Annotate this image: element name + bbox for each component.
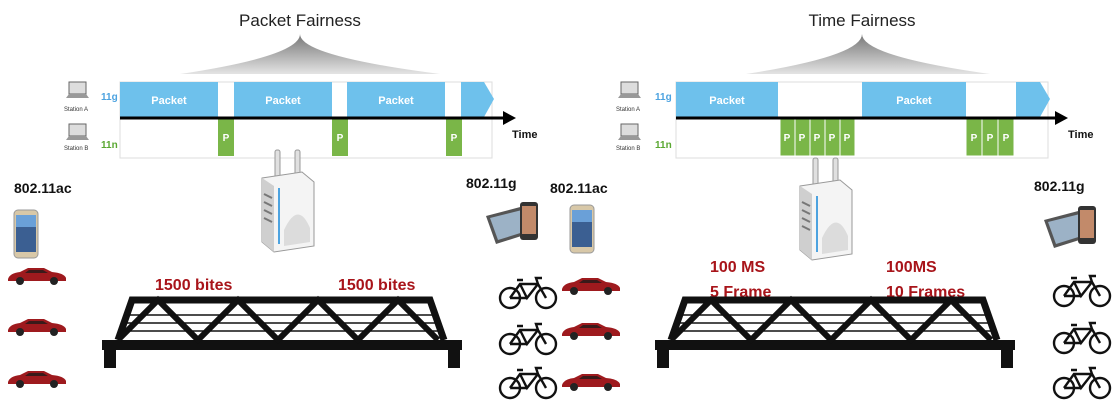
bicycle-icon [498, 322, 558, 356]
station-b-label: Station B [64, 146, 88, 152]
laptop-icon [617, 81, 642, 99]
bridge-icon [102, 295, 462, 368]
station-a-label: Station A [616, 107, 640, 113]
bicycle-icon [1052, 274, 1112, 308]
bicycle-icon [498, 366, 558, 400]
packet-fairness-panel: Packet Fairness Station A Station B 11g … [8, 11, 620, 400]
p-label: P [784, 133, 791, 144]
car-icon [8, 371, 66, 388]
packet-block [676, 82, 778, 117]
time-label: Time [1068, 129, 1093, 141]
device-label-80211ac: 802.11ac [14, 180, 72, 196]
panel-title: Packet Fairness [239, 11, 361, 30]
time-arrow [503, 111, 516, 125]
tablet-icon [1044, 206, 1096, 248]
bridge-right-text-line1: 100MS [886, 259, 937, 276]
station-a-label: Station A [64, 107, 88, 113]
std-11g-label: 11g [101, 92, 118, 103]
laptop-icon [617, 123, 642, 141]
p-frame [332, 119, 348, 156]
car-icon [562, 323, 620, 340]
std-11n-label: 11n [655, 140, 672, 151]
car-icon [562, 278, 620, 295]
laptop-icon [65, 123, 90, 141]
bridge-left-text: 1500 bites [155, 277, 232, 294]
std-11g-label: 11g [655, 92, 672, 103]
p-frame-group: P P P P P [779, 118, 856, 157]
fan-shape [746, 34, 990, 74]
packet-label: Packet [151, 95, 187, 107]
packet-block [862, 82, 966, 117]
bicycle-icon [498, 276, 558, 310]
device-label-80211g: 802.11g [1034, 178, 1085, 194]
station-b-label: Station B [616, 146, 640, 152]
p-label: P [971, 133, 978, 144]
p-frame [218, 119, 234, 156]
p-label: P [829, 133, 836, 144]
packet-block [347, 82, 445, 117]
p-label: P [1003, 133, 1010, 144]
std-11n-label: 11n [101, 140, 118, 151]
car-icon [8, 319, 66, 336]
car-icon [562, 374, 620, 391]
p-label: P [987, 133, 994, 144]
packet-block-tail [1016, 82, 1050, 117]
packet-label: Packet [709, 95, 745, 107]
p-frame [446, 119, 462, 156]
bicycle-icon [1052, 321, 1112, 355]
bridge-icon [655, 295, 1015, 368]
panel-title: Time Fairness [808, 11, 915, 30]
bridge-left-text-line1: 100 MS [710, 259, 765, 276]
packet-block [120, 82, 218, 117]
tablet-icon [486, 202, 538, 244]
device-label-80211ac: 802.11ac [550, 180, 608, 196]
p-label: P [337, 133, 344, 144]
packet-label: Packet [896, 95, 932, 107]
laptop-icon [65, 81, 90, 99]
access-point-icon [261, 149, 315, 253]
fan-shape [180, 34, 440, 74]
smartphone-icon [13, 209, 39, 259]
p-frame-group: P P P [965, 118, 1015, 157]
p-label: P [223, 133, 230, 144]
packet-block-tail [461, 82, 494, 117]
time-label: Time [512, 129, 537, 141]
car-icon [8, 268, 66, 285]
smartphone-icon [569, 204, 595, 254]
p-label: P [814, 133, 821, 144]
device-label-80211g: 802.11g [466, 175, 517, 191]
bridge-right-text: 1500 bites [338, 277, 415, 294]
bicycle-icon [1052, 366, 1112, 400]
packet-block [234, 82, 332, 117]
packet-label: Packet [378, 95, 414, 107]
time-fairness-panel: Time Fairness Station A Station B 11g 11… [616, 11, 1112, 400]
p-label: P [451, 133, 458, 144]
time-arrow [1055, 111, 1068, 125]
p-label: P [799, 133, 806, 144]
packet-label: Packet [265, 95, 301, 107]
access-point-icon [799, 157, 853, 261]
p-label: P [844, 133, 851, 144]
